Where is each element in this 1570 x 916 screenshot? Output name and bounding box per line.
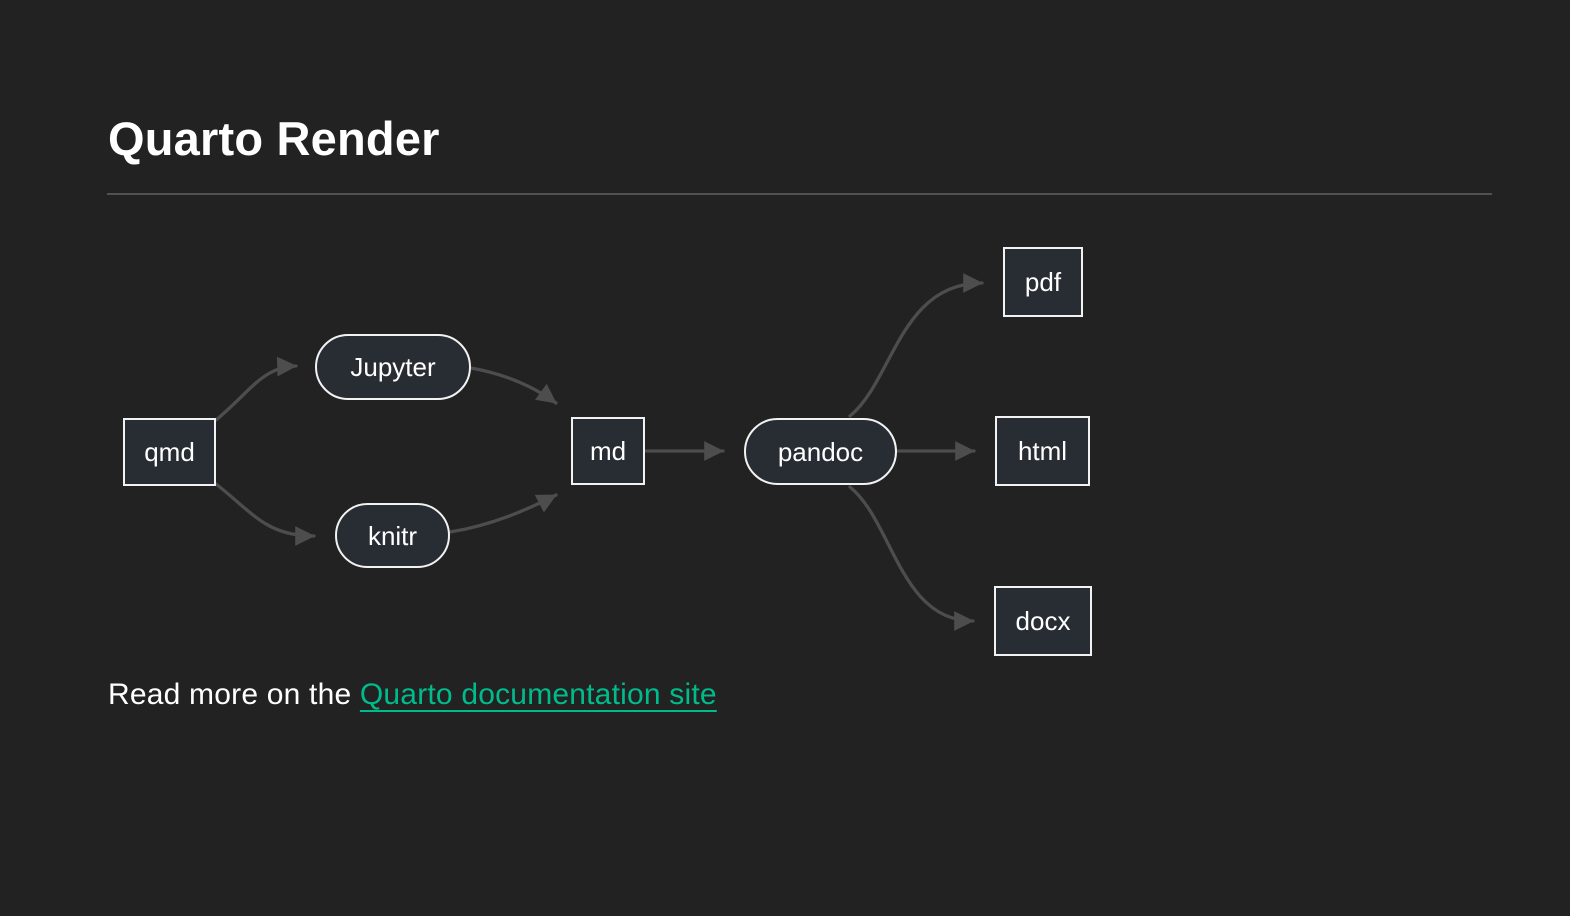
node-jupyter: Jupyter [315,334,471,400]
edge-pandoc-docx [848,485,975,631]
edge-knitr-md [448,493,558,534]
node-pandoc-label: pandoc [777,436,864,467]
node-jupyter-label: Jupyter [350,352,436,382]
node-knitr: knitr [335,503,450,568]
node-docx: docx [994,586,1092,656]
node-pdf-label: pdf [1024,267,1062,297]
node-html: html [995,416,1090,486]
node-qmd: qmd [123,418,216,486]
node-docx-label: docx [1015,606,1071,636]
node-md: md [571,417,645,485]
node-pandoc: pandoc [744,418,897,485]
edge-pandoc-pdf [848,273,984,418]
node-pdf: pdf [1003,247,1083,317]
node-knitr-label: knitr [367,520,418,551]
edge-jupyter-md [469,366,558,405]
node-md-label: md [589,436,627,466]
page-title: Quarto Render [108,112,440,165]
node-html-label: html [1017,436,1068,466]
quarto-docs-link[interactable]: Quarto documentation site [359,678,717,711]
footer-prefix: Read more on the [108,678,360,711]
edge-qmd-jupyter [214,356,298,422]
footer-text: Read more on the Quarto documentation si… [108,678,717,712]
title-divider [107,193,1492,195]
edge-qmd-knitr [214,482,316,546]
node-qmd-label: qmd [144,437,195,467]
